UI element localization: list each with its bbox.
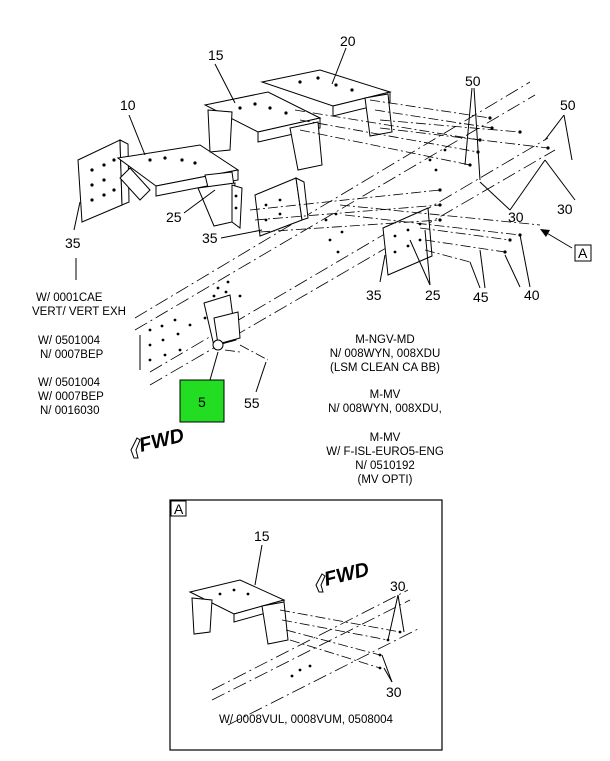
plate-35-right (382, 207, 433, 276)
bolt-heads (438, 116, 550, 254)
note-right-8: N/ 0510192 (355, 460, 414, 472)
fastener-lines (224, 99, 549, 361)
note-right-1: M-NGV-MD (355, 334, 414, 346)
bracket-35-left (77, 139, 130, 223)
detail-caption: W/ 0008VUL, 0008VUM, 0508004 (219, 714, 393, 726)
bracket-35-middle (254, 177, 309, 237)
note-right-7: W/ F-ISL-EURO5-ENG (326, 446, 444, 458)
callout-45: 45 (473, 289, 489, 305)
callout-50-left: 50 (465, 73, 481, 89)
callout-25-right: 25 (425, 287, 441, 303)
detail-frame (169, 499, 443, 751)
note-left-2: VERT/ VERT EXH (32, 306, 126, 318)
detail-tag: A (174, 501, 184, 517)
detail-callout-30-top: 30 (390, 578, 406, 594)
crossmember-10 (116, 144, 240, 205)
callout-30: 30 (508, 209, 524, 225)
detail-callout-15: 15 (254, 528, 270, 544)
note-left-3: W/ 0501004 (38, 335, 101, 347)
note-right-3: (LSM CLEAN CA BB) (330, 362, 440, 374)
note-right-4: M-MV (370, 389, 401, 401)
view-marker-label: A (578, 245, 588, 261)
note-right-9: (MV OPTI) (358, 474, 413, 486)
callout-15: 15 (208, 47, 224, 63)
detail-view-a: A FWD 15 30 30 W/ 0008VUL, 0008VUM, 0508… (169, 499, 443, 751)
detail-callout-30-bottom: 30 (386, 684, 402, 700)
detail-tag-box (170, 500, 187, 517)
callout-30-far: 30 (557, 201, 573, 217)
notes-right: M-NGV-MD N/ 008WYN, 008XDU (LSM CLEAN CA… (326, 334, 444, 486)
crossmember-20 (260, 69, 393, 137)
callout-40: 40 (524, 287, 540, 303)
callout-50-right: 50 (560, 97, 576, 113)
bracket-5 (203, 290, 241, 351)
note-left-5: W/ 0501004 (38, 377, 101, 389)
leader-lines (73, 47, 576, 393)
callout-20: 20 (340, 33, 356, 49)
callout-10: 10 (120, 97, 136, 113)
notes-left: W/ 0001CAE VERT/ VERT EXH W/ 0501004 N/ … (32, 292, 126, 417)
bracket-25 (197, 182, 243, 229)
callout-35-right: 35 (366, 287, 382, 303)
fwd-label: FWD (137, 424, 187, 456)
callout-numbers: 5 10 15 20 25 25 30 30 35 35 35 40 45 50… (65, 33, 576, 411)
fwd-arrow: FWD (130, 424, 187, 459)
view-a-arrow (540, 229, 573, 249)
note-right-5: N/ 008WYN, 008XDU, (328, 403, 442, 415)
note-right-6: M-MV (370, 432, 401, 444)
view-marker-box (574, 244, 592, 262)
rail-holes (148, 148, 447, 362)
callout-35-middle: 35 (202, 230, 218, 246)
callout-25-left: 25 (166, 209, 182, 225)
note-right-2: N/ 008WYN, 008XDU (330, 348, 441, 360)
callout-5: 5 (198, 394, 206, 410)
crossmember-15 (203, 91, 323, 171)
callout-55: 55 (244, 395, 260, 411)
note-left-1: W/ 0001CAE (36, 292, 103, 304)
note-left-4: N/ 0007BEP (40, 349, 104, 361)
callout-35-left: 35 (65, 235, 81, 251)
highlight-box-5 (179, 379, 225, 423)
note-left-7: N/ 0016030 (40, 405, 99, 417)
note-left-6: W/ 0007BEP (38, 391, 104, 403)
